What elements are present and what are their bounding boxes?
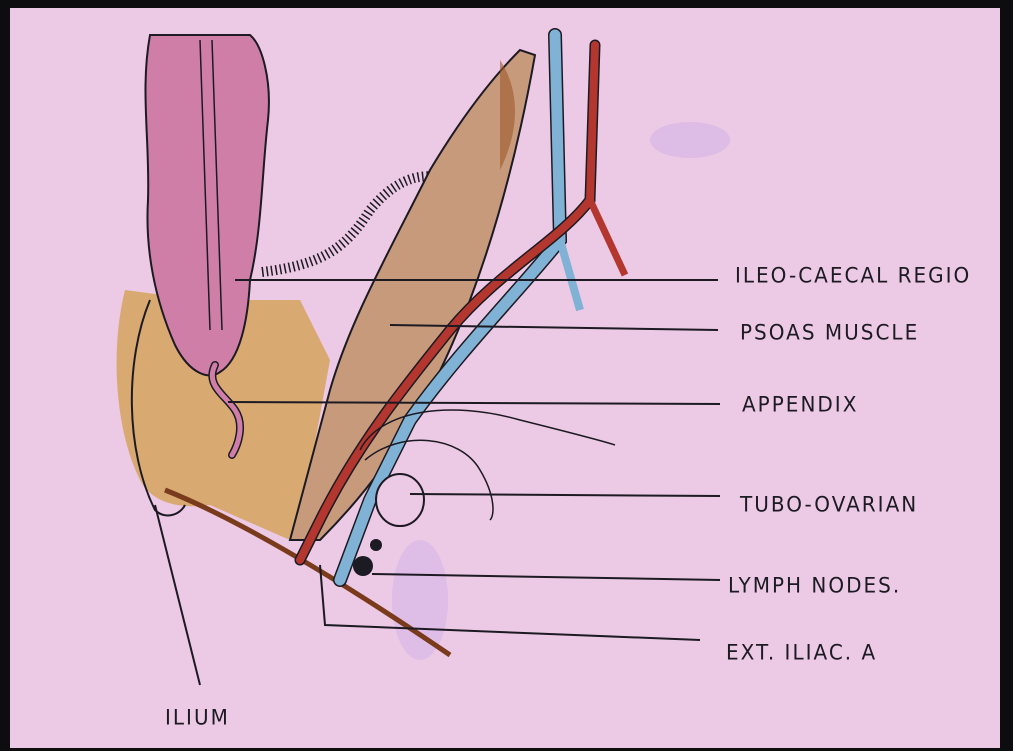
label-tubo-ovarian: TUBO-OVARIAN	[740, 491, 918, 516]
paint-smudge	[650, 122, 730, 158]
paint-smudge	[392, 540, 448, 660]
label-ilium: ILIUM	[165, 704, 230, 729]
ovary	[376, 474, 424, 526]
label-appendix: APPENDIX	[742, 391, 858, 416]
label-ext-iliac-artery: EXT. ILIAC. A	[726, 639, 877, 664]
lymph-node	[353, 556, 373, 576]
label-lymph-nodes: LYMPH NODES.	[728, 572, 901, 597]
label-ileo-caecal-region: ILEO-CAECAL REGIO	[735, 262, 971, 287]
label-psoas-muscle: PSOAS MUSCLE	[740, 319, 919, 344]
lymph-node	[370, 539, 382, 551]
